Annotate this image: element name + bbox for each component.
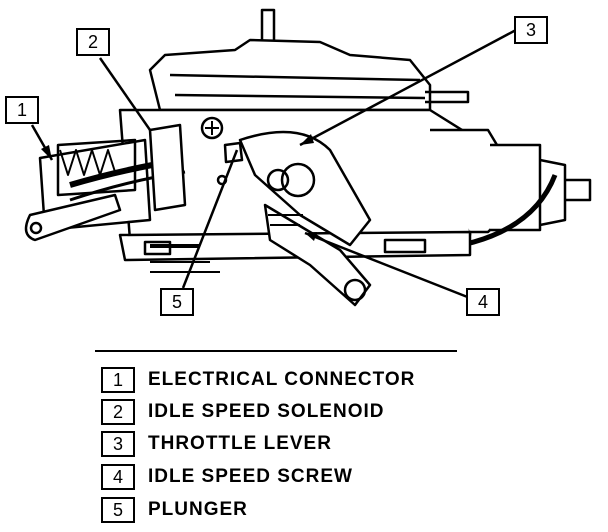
legend-label: ELECTRICAL CONNECTOR — [148, 369, 416, 390]
legend-label: PLUNGER — [148, 499, 248, 520]
legend-number: 4 — [101, 464, 135, 490]
legend-label: IDLE SPEED SCREW — [148, 466, 353, 487]
legend-number: 2 — [101, 399, 135, 425]
legend-number: 3 — [101, 431, 135, 457]
carburetor-drawing — [24, 8, 592, 307]
legend-item-idle-speed-solenoid: 2 IDLE SPEED SOLENOID — [101, 397, 384, 427]
callout-4: 4 — [466, 288, 500, 316]
legend-item-throttle-lever: 3 THROTTLE LEVER — [101, 429, 332, 459]
carburetor-illustration — [24, 8, 592, 307]
legend-number: 5 — [101, 497, 135, 523]
legend-divider — [95, 350, 457, 352]
callout-5: 5 — [160, 288, 194, 316]
legend-item-plunger: 5 PLUNGER — [101, 495, 248, 525]
legend-item-idle-speed-screw: 4 IDLE SPEED SCREW — [101, 462, 353, 492]
legend-item-electrical-connector: 1 ELECTRICAL CONNECTOR — [101, 365, 415, 395]
legend-label: IDLE SPEED SOLENOID — [148, 401, 385, 422]
legend-label: THROTTLE LEVER — [148, 433, 332, 454]
callout-3: 3 — [514, 16, 548, 44]
callout-2: 2 — [76, 28, 110, 56]
legend-number: 1 — [101, 367, 135, 393]
callout-1: 1 — [5, 96, 39, 124]
